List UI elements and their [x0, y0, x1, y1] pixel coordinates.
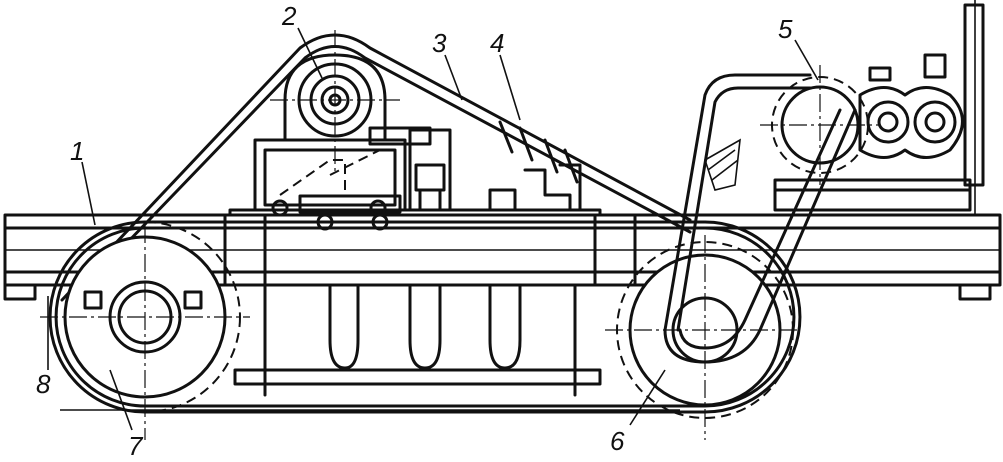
callout-2: 2 — [281, 1, 297, 31]
motor-5 — [760, 0, 985, 215]
leader-2 — [297, 27, 323, 79]
leader-lines — [47, 27, 819, 431]
callout-7: 7 — [128, 431, 144, 461]
callout-8: 8 — [36, 369, 51, 399]
leader-7 — [109, 369, 133, 431]
pulley-2 — [270, 30, 400, 175]
callout-1: 1 — [70, 136, 84, 166]
leader-3 — [444, 54, 463, 101]
leader-6 — [629, 369, 666, 426]
leader-4 — [499, 54, 521, 121]
housing — [228, 126, 602, 231]
cutters — [328, 283, 522, 370]
leader-1 — [81, 161, 96, 226]
leader-5 — [794, 39, 819, 81]
callout-3: 3 — [432, 28, 447, 58]
callout-5: 5 — [778, 14, 793, 44]
callout-4: 4 — [490, 28, 504, 58]
lower-body — [60, 283, 680, 411]
callout-labels: 1 2 3 4 5 6 7 8 — [36, 1, 793, 461]
callout-6: 6 — [610, 426, 625, 456]
track — [48, 220, 802, 414]
belt-drive-5 — [663, 73, 857, 364]
